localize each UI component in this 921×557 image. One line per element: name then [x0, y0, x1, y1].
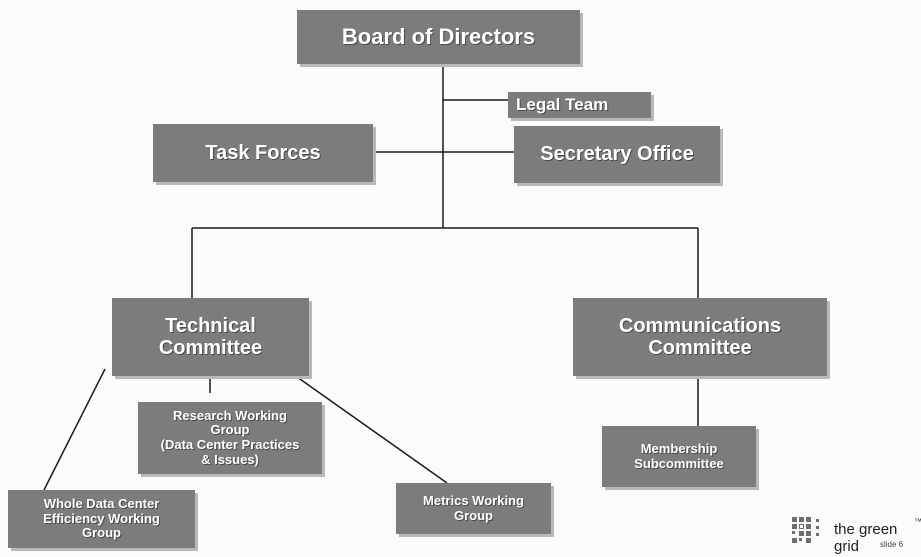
slide-number: slide 6 — [880, 540, 904, 549]
connector-whole — [43, 368, 106, 491]
node-whole-data-center-group: Whole Data Center Efficiency Working Gro… — [8, 490, 195, 548]
node-task-forces-label: Task Forces — [205, 141, 321, 164]
node-communications-label: Communications Committee — [618, 314, 782, 359]
node-research-label: Research Working Group (Data Center Prac… — [160, 407, 300, 467]
node-whole-label: Whole Data Center Efficiency Working Gro… — [43, 496, 160, 541]
node-membership-label: Membership Subcommittee — [634, 440, 724, 471]
brand-name: the green grid — [834, 521, 898, 555]
node-secretary-office: Secretary Office — [514, 126, 720, 183]
node-metrics-working-group: Metrics Working Group — [396, 483, 551, 534]
node-legal-team: Legal Team — [508, 92, 651, 118]
node-technical-committee: Technical Committee — [112, 298, 309, 376]
node-legal-label: Legal Team — [516, 95, 609, 115]
node-communications-committee: Communications Committee — [573, 298, 827, 376]
node-metrics-label: Metrics Working Group — [423, 492, 524, 523]
node-task-forces: Task Forces — [153, 124, 373, 182]
trademark-mark: ™ — [914, 517, 921, 526]
node-board-label: Board of Directors — [341, 23, 536, 49]
node-board-of-directors: Board of Directors — [297, 10, 580, 64]
green-grid-logo-icon — [792, 517, 826, 543]
node-membership-subcommittee: Membership Subcommittee — [602, 426, 756, 487]
connector-metrics — [289, 371, 448, 484]
node-research-working-group: Research Working Group (Data Center Prac… — [138, 402, 322, 474]
node-secretary-label: Secretary Office — [540, 143, 694, 166]
node-technical-label: Technical Committee — [158, 314, 263, 359]
